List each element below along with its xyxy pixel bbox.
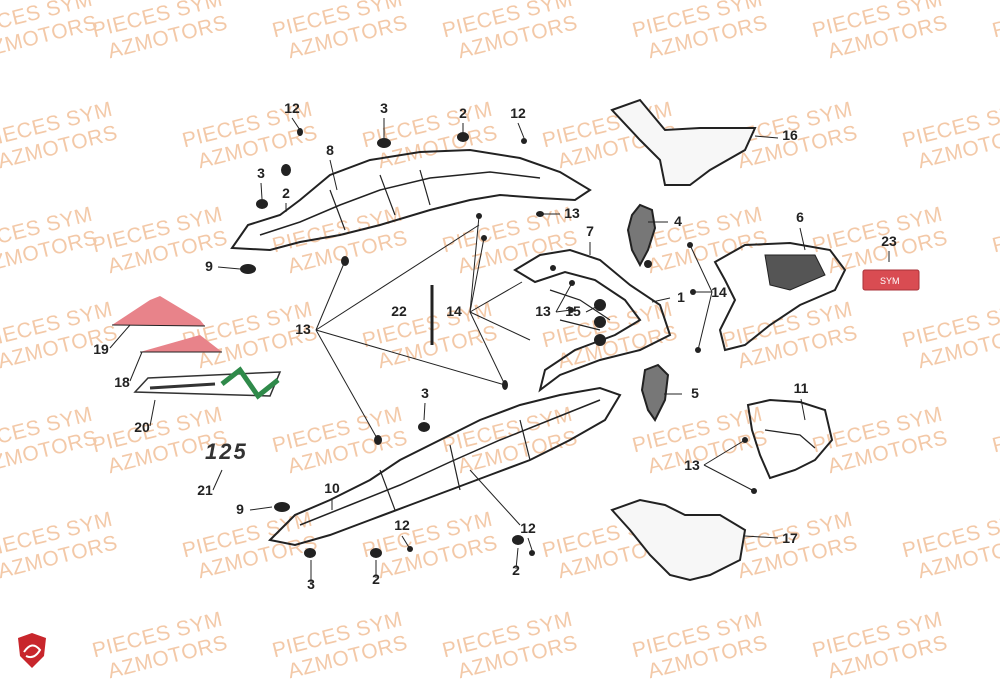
leader-line	[555, 282, 573, 313]
leader-line	[527, 537, 533, 551]
callout-label-9: 9	[236, 501, 244, 517]
leader-line	[555, 309, 572, 313]
leader-line	[703, 464, 755, 492]
callout-label-2: 2	[282, 185, 290, 201]
leader-line	[754, 135, 779, 139]
leader-line	[703, 439, 746, 466]
leader-line	[799, 227, 806, 251]
leader-line	[260, 182, 263, 200]
leader-line	[469, 281, 523, 313]
callout-label-13: 13	[564, 205, 580, 221]
callout-label-7: 7	[586, 223, 594, 239]
leader-line	[423, 402, 426, 421]
callout-label-3: 3	[421, 385, 429, 401]
turn-signal-upper-part	[626, 203, 657, 268]
brand-shield-logo	[18, 633, 46, 668]
leader-line	[469, 311, 506, 386]
leader-line	[469, 311, 531, 341]
decal-18	[140, 335, 222, 352]
leader-line	[212, 469, 223, 491]
callout-label-6: 6	[796, 209, 804, 225]
callout-label-12: 12	[520, 520, 536, 536]
decal-19	[112, 296, 205, 326]
callout-label-2: 2	[459, 105, 467, 121]
leader-line	[469, 237, 485, 313]
leader-line	[469, 469, 521, 526]
leader-line	[149, 399, 156, 427]
callout-label-23: 23	[881, 233, 897, 249]
leader-line	[315, 224, 480, 331]
leader-line	[515, 547, 519, 570]
callout-label-13: 13	[684, 457, 700, 473]
callout-label-8: 8	[326, 142, 334, 158]
decal-21-model-text: 125	[205, 439, 248, 464]
callout-label-2: 2	[372, 571, 380, 587]
callout-label-3: 3	[380, 100, 388, 116]
leader-line	[651, 297, 671, 303]
tail-frame-part	[513, 248, 672, 393]
leader-line	[315, 260, 346, 331]
callout-label-21: 21	[197, 482, 213, 498]
leader-line	[401, 535, 411, 550]
leader-line	[744, 535, 779, 539]
leader-line	[469, 215, 480, 313]
callout-label-20: 20	[134, 419, 150, 435]
callout-label-3: 3	[257, 165, 265, 181]
callout-label-10: 10	[324, 480, 340, 496]
leader-line	[249, 506, 273, 511]
callout-label-2: 2	[512, 562, 520, 578]
callout-label-19: 19	[93, 341, 109, 357]
lower-trim-cover-part	[610, 498, 747, 582]
callout-label-13: 13	[295, 321, 311, 337]
tail-light-housing-part	[713, 241, 847, 352]
leader-line	[329, 159, 338, 191]
callout-label-22: 22	[391, 303, 407, 319]
turn-signal-lower-part	[640, 363, 670, 422]
leader-line	[315, 329, 379, 441]
leader-line	[217, 266, 241, 270]
decal-23-badge-text: SYM	[880, 276, 900, 286]
callout-label-16: 16	[782, 127, 798, 143]
callout-label-12: 12	[394, 517, 410, 533]
callout-label-12: 12	[284, 100, 300, 116]
leader-line	[800, 398, 806, 421]
center-plate-part	[746, 398, 834, 480]
callout-label-18: 18	[114, 374, 130, 390]
leader-line	[517, 122, 525, 139]
leader-line	[315, 329, 506, 386]
callout-label-9: 9	[205, 258, 213, 274]
decal-23-badge	[862, 269, 920, 291]
decal-20-logo	[133, 366, 282, 400]
leader-line	[697, 291, 713, 351]
callout-label-14: 14	[446, 303, 462, 319]
upper-trim-cover-part	[610, 98, 757, 186]
callout-label-1: 1	[677, 289, 685, 305]
lower-side-cover-part	[267, 386, 622, 547]
leader-line	[129, 351, 143, 382]
callout-label-11: 11	[794, 380, 809, 396]
callout-label-4: 4	[674, 213, 682, 229]
leader-line	[689, 244, 713, 293]
leader-line	[109, 324, 131, 349]
callout-label-13: 13	[535, 303, 551, 319]
callout-label-5: 5	[691, 385, 699, 401]
leader-line	[291, 117, 301, 131]
callout-label-3: 3	[307, 576, 315, 592]
callout-label-17: 17	[782, 530, 798, 546]
callout-label-14: 14	[711, 284, 727, 300]
upper-side-cover-part	[230, 148, 592, 252]
callout-label-12: 12	[510, 105, 526, 121]
callout-label-15: 15	[565, 303, 581, 319]
leader-line	[585, 304, 601, 313]
